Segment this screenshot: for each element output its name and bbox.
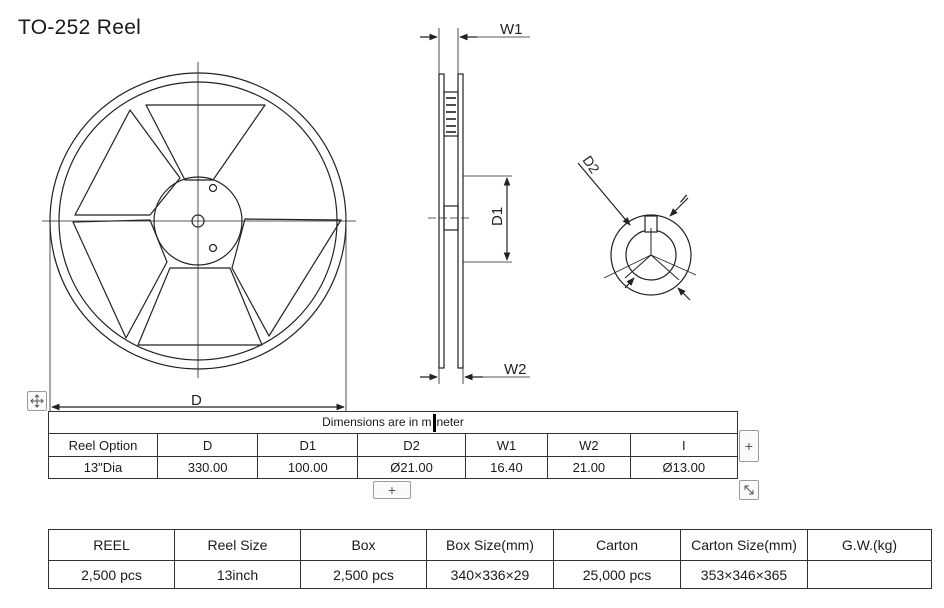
pack-cell-box[interactable]: 2,500 pcs	[300, 560, 427, 589]
pack-header-reel[interactable]: REEL	[48, 529, 175, 561]
dims-cell-i[interactable]: Ø13.00	[629, 456, 739, 479]
add-column-button[interactable]: +	[739, 430, 759, 462]
label-d1: D1	[489, 207, 506, 226]
dimensions-table[interactable]: Dimensions are in m neter Reel Option D D…	[48, 411, 739, 479]
dims-cell-reel-option[interactable]: 13"Dia	[48, 456, 158, 479]
dims-cell-w2[interactable]: 21.00	[547, 456, 631, 479]
dimensions-caption: Dimensions are in m neter	[48, 411, 738, 434]
add-row-button[interactable]: +	[373, 481, 411, 499]
pack-header-gross-weight[interactable]: G.W.(kg)	[807, 529, 932, 561]
hub-detail	[577, 162, 697, 301]
label-d2: D2	[580, 153, 603, 177]
move-icon	[30, 394, 44, 408]
pack-header-box[interactable]: Box	[300, 529, 427, 561]
dims-header-w2[interactable]: W2	[547, 433, 631, 457]
dims-header-d1[interactable]: D1	[257, 433, 359, 457]
pack-header-carton[interactable]: Carton	[553, 529, 681, 561]
dims-cell-d1[interactable]: 100.00	[257, 456, 359, 479]
label-w2: W2	[504, 361, 527, 378]
label-w1: W1	[500, 21, 523, 38]
pack-header-carton-size[interactable]: Carton Size(mm)	[680, 529, 808, 561]
text-cursor	[432, 413, 436, 432]
caption-text-end: neter	[436, 414, 464, 429]
dims-header-d2[interactable]: D2	[357, 433, 466, 457]
dims-header-reel-option[interactable]: Reel Option	[48, 433, 158, 457]
reel-side-view	[420, 28, 530, 384]
dims-cell-d2[interactable]: Ø21.00	[357, 456, 466, 479]
label-d: D	[191, 392, 202, 409]
table-resize-handle[interactable]	[739, 480, 759, 500]
pack-cell-carton-size[interactable]: 353×346×365	[680, 560, 808, 589]
page-title: TO-252 Reel	[18, 16, 142, 39]
dims-cell-d[interactable]: 330.00	[156, 456, 259, 479]
dims-cell-w1[interactable]: 16.40	[464, 456, 549, 479]
caption-text-start: Dimensions are in m	[322, 414, 432, 429]
packing-table[interactable]: REEL Reel Size Box Box Size(mm) Carton C…	[48, 529, 932, 589]
pack-cell-gross-weight[interactable]	[807, 560, 932, 589]
pack-cell-box-size[interactable]: 340×336×29	[426, 560, 554, 589]
table-move-handle[interactable]	[27, 391, 47, 411]
dims-header-d[interactable]: D	[156, 433, 259, 457]
resize-icon	[744, 485, 754, 495]
pack-header-box-size[interactable]: Box Size(mm)	[426, 529, 554, 561]
pack-cell-reel-size[interactable]: 13inch	[174, 560, 301, 589]
dims-header-w1[interactable]: W1	[464, 433, 549, 457]
pack-cell-reel[interactable]: 2,500 pcs	[48, 560, 175, 589]
pack-header-reel-size[interactable]: Reel Size	[174, 529, 301, 561]
pack-cell-carton[interactable]: 25,000 pcs	[553, 560, 681, 589]
reel-front-view	[42, 62, 356, 412]
dims-header-i[interactable]: I	[629, 433, 739, 457]
